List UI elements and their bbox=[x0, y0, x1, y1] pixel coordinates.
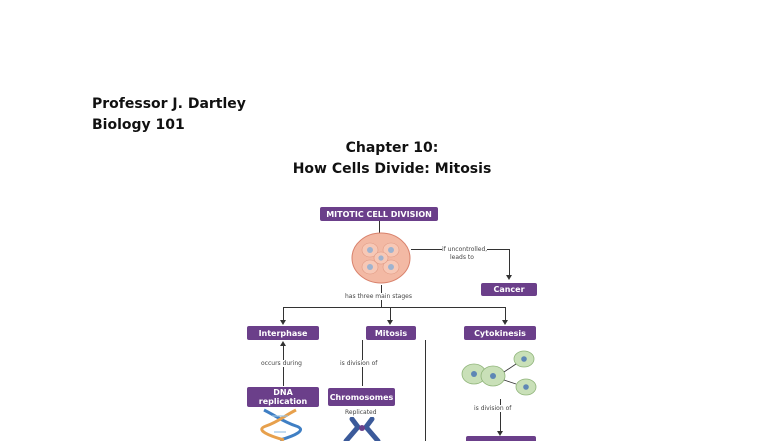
uncontrolled-note: if uncontrolled, bbox=[442, 246, 488, 253]
connector-line bbox=[425, 340, 426, 441]
replicated-note: Replicated bbox=[345, 409, 377, 416]
dna-helix-illustration bbox=[260, 408, 303, 441]
arrow-head bbox=[280, 341, 286, 346]
chapter-title: How Cells Divide: Mitosis bbox=[292, 161, 492, 177]
connector-line bbox=[379, 221, 380, 233]
arrow-head bbox=[280, 320, 286, 325]
arrow-head bbox=[497, 431, 503, 436]
is-division-of-note: is division of bbox=[339, 360, 379, 367]
connector-line bbox=[283, 307, 505, 308]
connector-line bbox=[509, 249, 510, 275]
page-title: Chapter 10: How Cells Divide: Mitosis bbox=[0, 138, 784, 180]
chapter-number: Chapter 10: bbox=[345, 140, 439, 156]
connector-line bbox=[390, 307, 391, 321]
chromosomes-box: Chromosomes bbox=[328, 388, 395, 406]
is-division-of-note-2: is division of bbox=[473, 405, 513, 412]
connector-line bbox=[505, 307, 506, 321]
arrow-head bbox=[387, 320, 393, 325]
mitosis-box: Mitosis bbox=[366, 326, 416, 340]
author-block: Professor J. Dartley Biology 101 bbox=[92, 94, 246, 136]
cytokinesis-box: Cytokinesis bbox=[464, 326, 536, 340]
cancer-box: Cancer bbox=[481, 283, 537, 296]
chromosome-illustration bbox=[343, 417, 381, 441]
stages-note: has three main stages bbox=[343, 293, 414, 300]
author-name: Professor J. Dartley bbox=[92, 96, 246, 112]
arrow-head bbox=[502, 320, 508, 325]
course-name: Biology 101 bbox=[92, 117, 185, 133]
dividing-cell-illustration bbox=[351, 232, 411, 284]
dna-replication-box: DNA replication bbox=[247, 387, 319, 407]
occurs-during-note: occurs during bbox=[260, 360, 303, 367]
dividing-cells-illustration bbox=[461, 350, 537, 396]
leads-to-note: leads to bbox=[450, 254, 474, 261]
interphase-box: Interphase bbox=[247, 326, 319, 340]
dna-line-1: DNA bbox=[273, 388, 293, 397]
arrow-head bbox=[506, 275, 512, 280]
connector-line bbox=[283, 307, 284, 321]
connector-line bbox=[500, 399, 501, 434]
cytoplasm-box bbox=[466, 436, 536, 441]
dna-line-2: replication bbox=[258, 397, 308, 406]
concept-map: MITOTIC CELL DIVISION if uncontrolled, l… bbox=[230, 200, 560, 441]
mitotic-cell-division-box: MITOTIC CELL DIVISION bbox=[320, 207, 438, 221]
